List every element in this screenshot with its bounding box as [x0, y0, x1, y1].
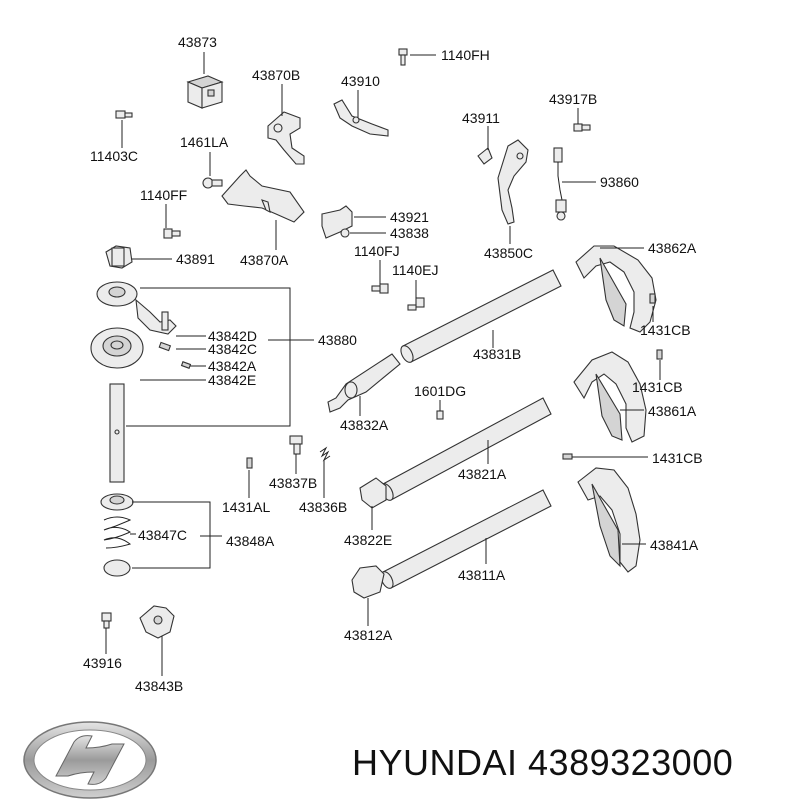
- label-11403C: 11403C: [90, 148, 138, 164]
- label-43842C: 43842C: [208, 341, 257, 357]
- part-93860-sensor: [553, 147, 567, 221]
- label-43838: 43838: [390, 225, 429, 241]
- part-43873-block: [186, 75, 224, 109]
- label-43811A: 43811A: [458, 567, 506, 583]
- part-43837B-bolt: [289, 435, 303, 455]
- part-43831B-rod: [400, 269, 562, 363]
- part-1140FH-bolt: [398, 48, 408, 66]
- part-43843B: [139, 605, 175, 639]
- label-43917B: 43917B: [549, 91, 597, 107]
- label-43842E: 43842E: [208, 372, 256, 388]
- label-43847C: 43847C: [138, 527, 187, 543]
- part-43910-lever: [333, 99, 389, 137]
- part-43850C-lever: [497, 139, 529, 225]
- part-1461LA-pin: [202, 177, 223, 189]
- label-43821A: 43821A: [458, 466, 507, 482]
- part-labels: 43873 1140FH 43870B 43910 43917B 11403C …: [83, 34, 703, 694]
- label-43842D: 43842D: [208, 328, 257, 344]
- part-43891-clip: [105, 245, 133, 269]
- label-43841A: 43841A: [650, 537, 699, 553]
- label-43861A: 43861A: [648, 403, 697, 419]
- part-1140EJ-bolt: [407, 297, 425, 311]
- label-43862A: 43862A: [648, 240, 697, 256]
- part-43821A-rod: [380, 397, 552, 501]
- part-43862A-fork: [575, 245, 657, 333]
- hyundai-logo: [23, 721, 157, 799]
- part-43832A-lever: [327, 353, 401, 413]
- label-43836B: 43836B: [299, 499, 347, 515]
- part-43917B-bolt: [573, 123, 591, 132]
- part-11403C-bolt: [115, 110, 133, 119]
- label-1431AL: 1431AL: [222, 499, 270, 515]
- part-43861A-fork: [573, 351, 647, 443]
- part-drawings: [90, 48, 663, 639]
- label-43848A: 43848A: [226, 533, 275, 549]
- label-1601DG: 1601DG: [414, 383, 466, 399]
- label-43850C: 43850C: [484, 245, 533, 261]
- part-43911: [477, 147, 493, 165]
- part-1431CB-pin-1: [649, 293, 656, 304]
- part-43880-assembly: [90, 281, 192, 483]
- label-1431CB-3: 1431CB: [652, 450, 703, 466]
- part-1431CB-pin-3: [562, 453, 573, 460]
- part-1431AL-pin: [246, 457, 253, 469]
- part-43848A-stack: [100, 493, 134, 577]
- part-1601DG-pin: [436, 410, 444, 420]
- caption: HYUNDAI 4389323000: [352, 742, 733, 783]
- label-43870B: 43870B: [252, 67, 300, 83]
- label-43870A: 43870A: [240, 252, 289, 268]
- label-1140FH: 1140FH: [441, 47, 490, 63]
- leader-lines: [105, 52, 661, 676]
- label-43891: 43891: [176, 251, 215, 267]
- part-43870A-bracket: [221, 169, 305, 223]
- part-1431CB-pin-2: [656, 349, 663, 360]
- label-43916: 43916: [83, 655, 122, 671]
- label-1140EJ: 1140EJ: [392, 262, 438, 278]
- part-1140FJ-bolt: [371, 283, 389, 294]
- label-1431CB-2: 1431CB: [632, 379, 683, 395]
- part-43838-washer: [340, 228, 350, 238]
- label-93860: 93860: [600, 174, 639, 190]
- part-43921-bracket: [321, 205, 353, 239]
- label-43831B: 43831B: [473, 346, 521, 362]
- part-1140FF-bolt: [163, 228, 181, 239]
- part-43870B-bracket: [267, 111, 305, 165]
- part-43916-bolt: [101, 612, 112, 629]
- label-43837B: 43837B: [269, 475, 317, 491]
- label-43921: 43921: [390, 209, 429, 225]
- label-43873: 43873: [178, 34, 217, 50]
- part-43822E-block: [359, 477, 387, 509]
- label-43842A: 43842A: [208, 358, 257, 374]
- part-43836B-spring: [319, 446, 331, 462]
- label-43880: 43880: [318, 332, 357, 348]
- label-1140FF: 1140FF: [140, 187, 187, 203]
- label-1140FJ: 1140FJ: [354, 243, 400, 259]
- part-43841A-fork: [577, 467, 641, 573]
- label-1461LA: 1461LA: [180, 134, 229, 150]
- label-43911: 43911: [462, 110, 500, 126]
- label-43843B: 43843B: [135, 678, 183, 694]
- label-43832A: 43832A: [340, 417, 389, 433]
- label-43910: 43910: [341, 73, 380, 89]
- label-43812A: 43812A: [344, 627, 393, 643]
- part-43812A-block: [351, 565, 385, 599]
- label-1431CB-1: 1431CB: [640, 322, 691, 338]
- label-43822E: 43822E: [344, 532, 392, 548]
